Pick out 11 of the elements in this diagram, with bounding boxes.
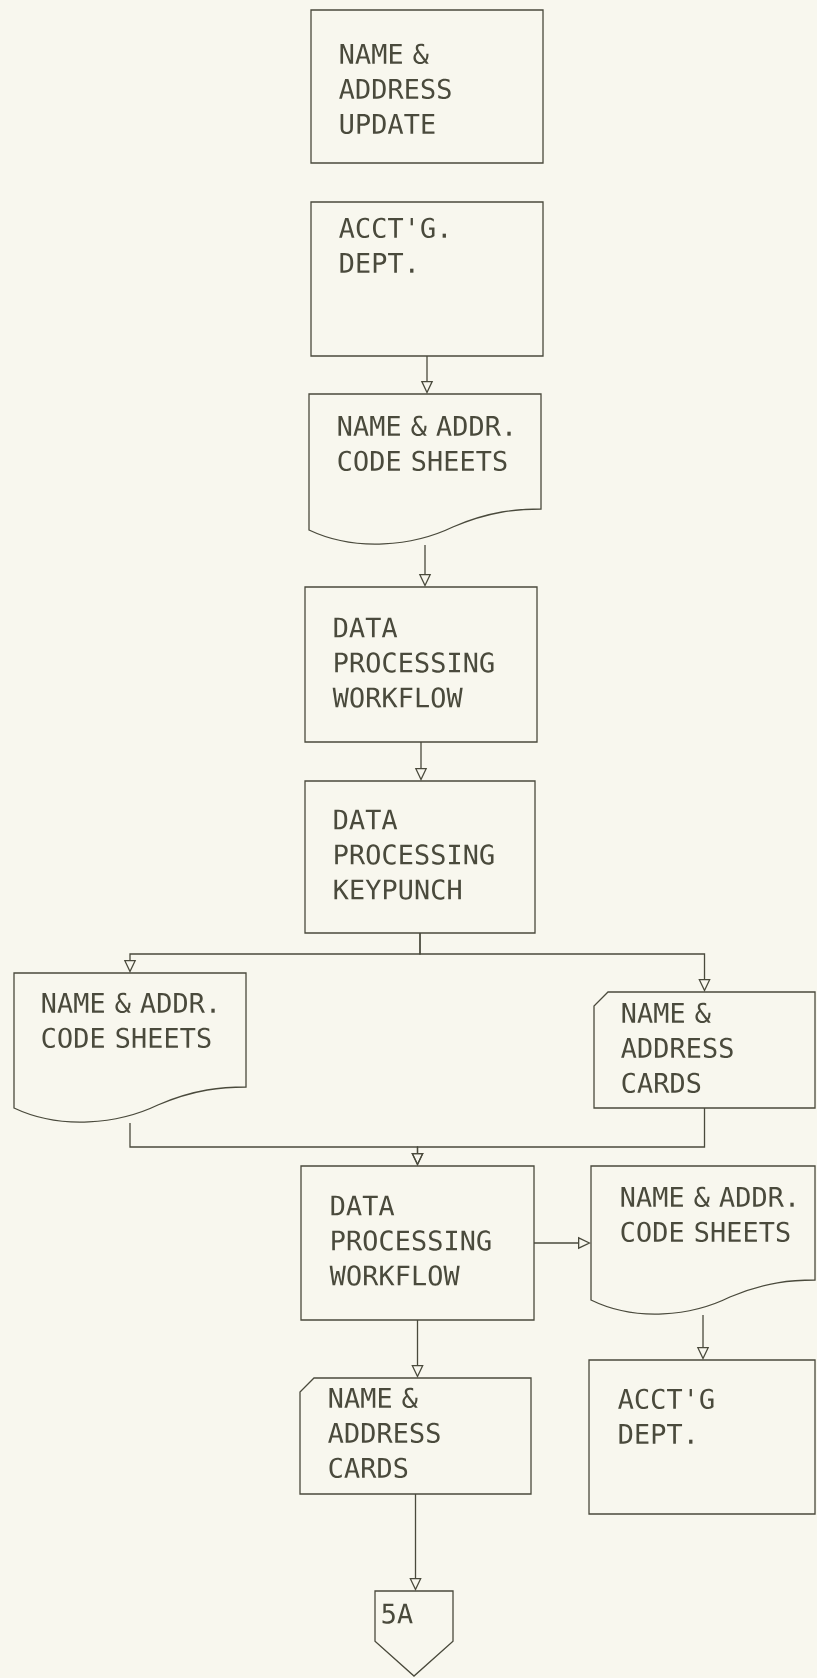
process-box: DATA PROCESSING WORKFLOW (300, 1165, 535, 1321)
process-box: NAME & ADDRESS UPDATE (310, 9, 544, 164)
process-box: ACCT'G. DEPT. (310, 201, 544, 357)
process-box: ACCT'G DEPT. (588, 1359, 816, 1515)
arrow (419, 932, 711, 992)
arrow (409, 1493, 422, 1591)
off-page-connector: 5A (374, 1590, 454, 1677)
arrow (411, 1319, 424, 1378)
arrow (411, 1107, 706, 1166)
process-box: DATA PROCESSING KEYPUNCH (304, 780, 536, 934)
process-box: DATA PROCESSING WORKFLOW (304, 586, 538, 743)
